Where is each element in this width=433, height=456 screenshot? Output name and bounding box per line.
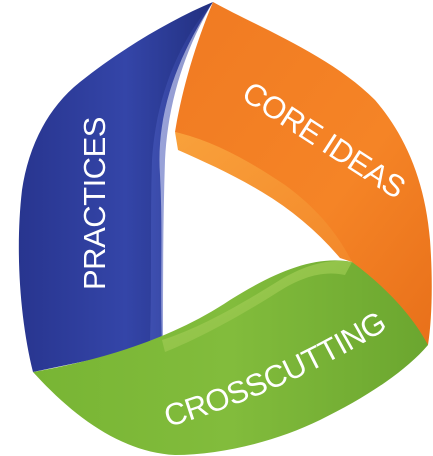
- practices-label: PRACTICES: [77, 117, 112, 290]
- core-ideas-band-shape: [175, 2, 432, 345]
- practices-band-highlight: [150, 2, 213, 342]
- core-ideas-fold: [175, 132, 352, 262]
- practices-segment: PRACTICES: [18, 2, 214, 372]
- crosscutting-band-shape: [33, 260, 428, 455]
- core-ideas-segment: CORE IDEAS: [175, 2, 432, 345]
- crosscutting-fold: [162, 260, 352, 352]
